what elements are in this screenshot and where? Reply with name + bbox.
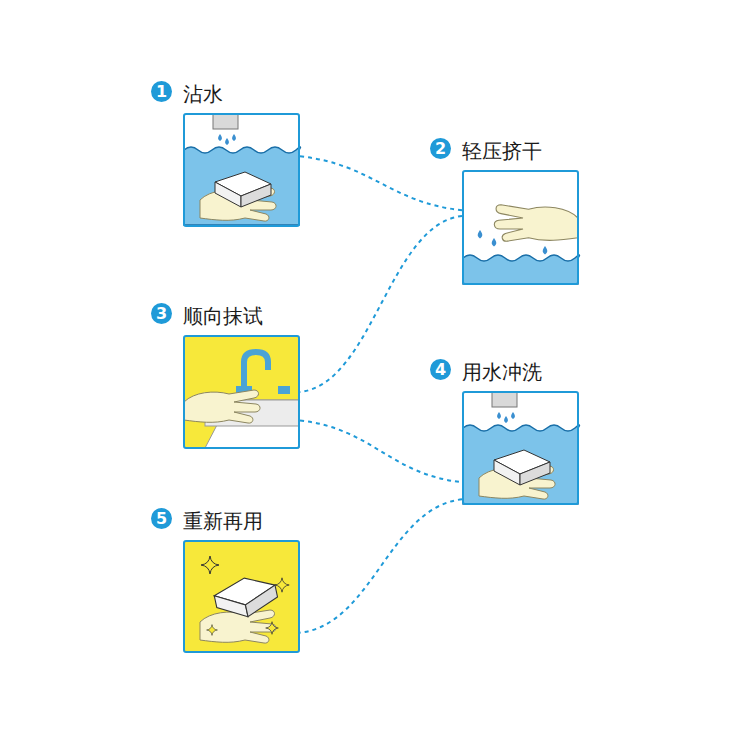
step-box: 轻压挤干: [462, 170, 579, 285]
callout-number: 2: [430, 138, 451, 159]
step-box: 沾水: [183, 113, 300, 227]
step-heading: 顺向抹试: [183, 304, 263, 328]
step-heading: 重新再用: [183, 509, 263, 533]
step-heading: 沾水: [183, 82, 223, 106]
dashed-connector: [300, 421, 462, 483]
callout-number: 4: [430, 359, 451, 380]
step-box: 顺向抹试: [183, 335, 300, 449]
dashed-connector: [300, 499, 462, 632]
step-heading: 用水冲洗: [462, 360, 542, 384]
step-box: 重新再用: [183, 540, 300, 653]
callout-number: 5: [151, 508, 172, 529]
step-heading: 轻压挤干: [462, 139, 542, 163]
dashed-connector: [300, 156, 462, 210]
callout-number: 3: [151, 303, 172, 324]
step-box: 用水冲洗: [462, 391, 579, 505]
callout-number: 1: [151, 81, 172, 102]
dashed-connector: [300, 216, 462, 392]
